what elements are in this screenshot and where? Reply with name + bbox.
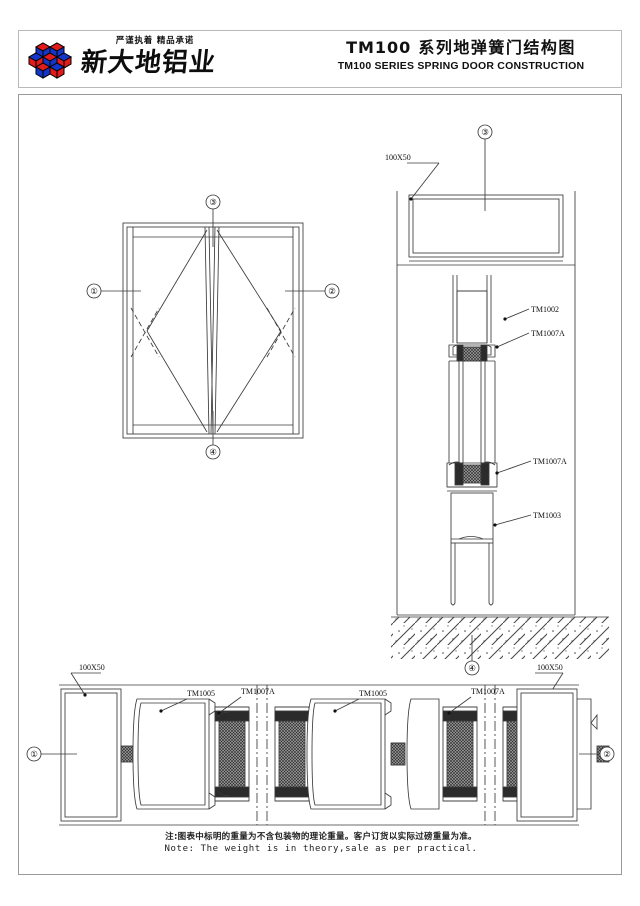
footer-note: 注:图表中标明的重量为不含包装物的理论重量。客户订货以实际过磅重量为准。 Not… (19, 831, 623, 856)
title-chinese: TM100 系列地弹簧门结构图 (311, 37, 611, 59)
double-door-elevation (101, 207, 325, 447)
label-tm1003: TM1003 (533, 511, 561, 520)
sheet-header: 严谨执着 精品承诺 新大地铝业 TM100 系列地弹簧门结构图 TM100 SE… (18, 30, 622, 88)
label-plan-tm1005-left: TM1005 (187, 689, 215, 698)
elevation-callout-3: ③ (209, 197, 217, 207)
horizontal-plan-section (26, 672, 615, 826)
label-plan-tm1007a-left: TM1007A (241, 687, 275, 696)
elevation-callout-1: ① (90, 286, 98, 296)
label-plan-jamb-right: 100X50 (537, 663, 563, 672)
drawing-sheet: 严谨执着 精品承诺 新大地铝业 TM100 系列地弹簧门结构图 TM100 SE… (18, 30, 622, 875)
sheet-title-block: TM100 系列地弹簧门结构图 TM100 SERIES SPRING DOOR… (311, 37, 611, 73)
label-tm1007a-mid: TM1007A (533, 457, 567, 466)
label-plan-jamb-left: 100X50 (79, 663, 105, 672)
elevation-callout-2: ② (328, 286, 336, 296)
elevation-callouts (86, 194, 340, 460)
vertical-section (391, 124, 609, 676)
label-plan-tm1007a-right: TM1007A (471, 687, 505, 696)
plan-callout-2: ② (603, 749, 611, 759)
plan-callout-1: ① (30, 749, 38, 759)
title-model-code: TM100 (346, 38, 412, 57)
elevation-callout-4: ④ (209, 447, 217, 457)
section-callout-4: ④ (468, 663, 476, 673)
label-tm1002: TM1002 (531, 305, 559, 314)
label-plan-tm1005-right: TM1005 (359, 689, 387, 698)
footer-note-english: Note: The weight is in theory,sale as pe… (164, 844, 478, 854)
cube-cluster-logo-icon (27, 39, 79, 81)
brand-tagline: 严谨执着 精品承诺 (115, 36, 195, 46)
company-name: 新大地铝业 (79, 48, 218, 78)
label-transom-size: 100X50 (385, 153, 411, 162)
drawing-frame: ③ ④ ① ② 100X50 ③ TM1002 TM1007A TM1007A … (18, 94, 622, 875)
brand-block: 严谨执着 精品承诺 新大地铝业 (79, 35, 279, 78)
label-tm1007a-top: TM1007A (531, 329, 565, 338)
drawing-canvas: ③ ④ ① ② 100X50 ③ TM1002 TM1007A TM1007A … (19, 95, 621, 874)
title-english: TM100 SERIES SPRING DOOR CONSTRUCTION (337, 60, 585, 72)
section-callout-3: ③ (481, 127, 489, 137)
footer-note-chinese: 注:图表中标明的重量为不含包装物的理论重量。客户订货以实际过磅重量为准。 (165, 832, 477, 842)
title-chinese-text: 系列地弹簧门结构图 (418, 38, 576, 57)
